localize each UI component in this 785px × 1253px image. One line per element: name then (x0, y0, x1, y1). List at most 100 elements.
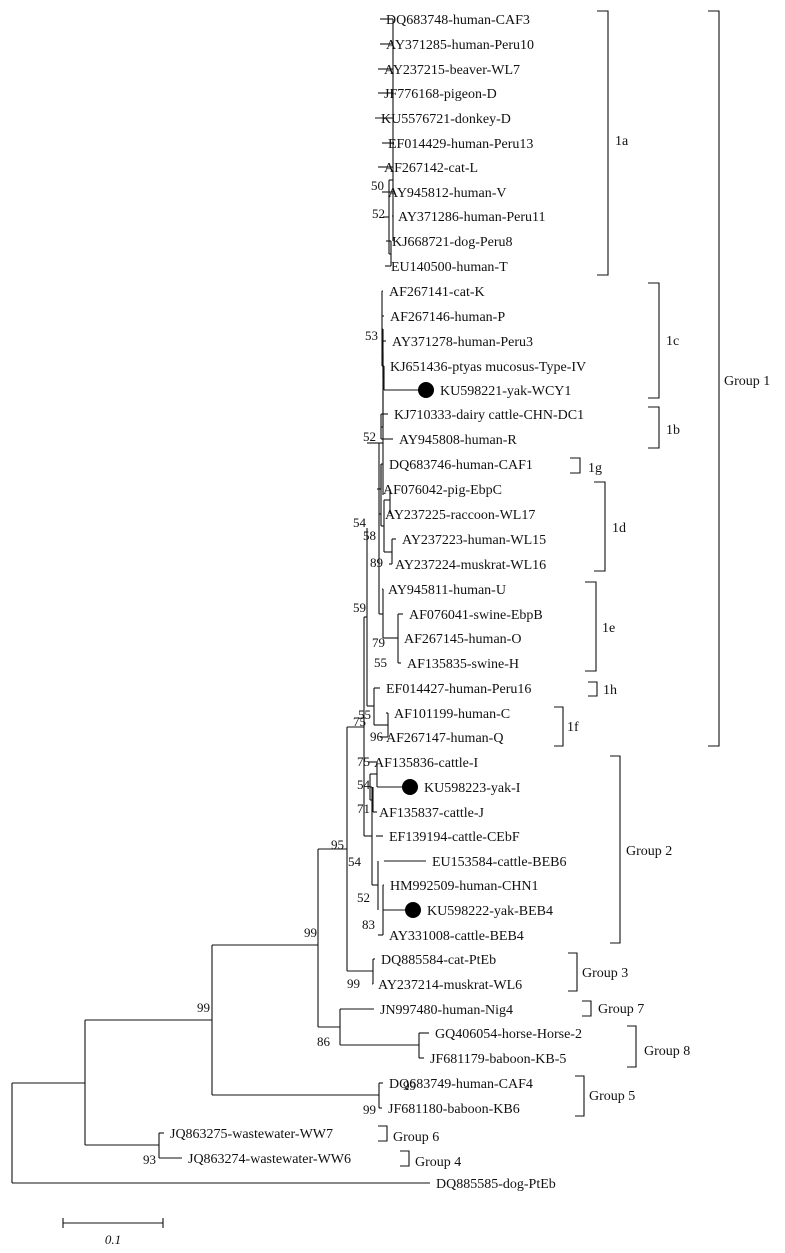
leaf-label: AF267141-cat-K (389, 285, 485, 300)
group-bracket (378, 1125, 388, 1142)
bootstrap-value: 83 (362, 917, 375, 932)
bootstrap-value: 93 (143, 1152, 156, 1167)
subtype-label: 1a (615, 134, 629, 149)
leaf-label: DQ683748-human-CAF3 (386, 13, 530, 28)
leaf-label: AY237223-human-WL15 (402, 533, 546, 548)
group-bracket (582, 1000, 592, 1017)
subtype-label: 1e (602, 621, 615, 636)
bootstrap-value: 53 (365, 328, 378, 343)
sample-markers (402, 382, 434, 918)
subtype-bracket (648, 406, 660, 449)
leaf-label: AY371285-human-Peru10 (386, 38, 534, 53)
leaf-label: AF267147-human-Q (386, 731, 503, 746)
bootstrap-value: 89 (370, 555, 383, 570)
group-label: Group 3 (582, 966, 628, 981)
leaf-label: DQ885585-dog-PtEb (436, 1177, 556, 1192)
leaf-label: AF135836-cattle-I (374, 756, 479, 771)
bootstrap-value: 79 (372, 635, 385, 650)
subtype-bracket (597, 10, 609, 276)
leaf-label: EF139194-cattle-CEbF (389, 830, 520, 845)
bootstrap-value: 54 (357, 777, 371, 792)
group-label: Group 8 (644, 1044, 690, 1059)
bootstrap-value: 86 (317, 1034, 331, 1049)
leaf-label: AF076042-pig-EbpC (383, 483, 502, 498)
group-bracket (568, 952, 578, 992)
subtype-bracket (648, 282, 660, 399)
bootstrap-value: 59 (353, 600, 366, 615)
tree-labels: DQ683748-human-CAF3AY371285-human-Peru10… (105, 13, 770, 1247)
scale-bar-label: 0.1 (105, 1232, 121, 1247)
subtype-bracket (554, 706, 564, 747)
bootstrap-value: 99 (363, 1102, 376, 1117)
subtype-label: 1b (666, 423, 680, 438)
leaf-label: AY945808-human-R (399, 433, 517, 448)
leaf-label: AF135837-cattle-J (379, 806, 485, 821)
leaf-label: AY237214-muskrat-WL6 (378, 978, 522, 993)
bootstrap-value: 52 (357, 890, 370, 905)
bootstrap-value: 99 (197, 1000, 210, 1015)
leaf-label: AF135835-swine-H (407, 657, 519, 672)
subtype-label: 1f (567, 720, 579, 735)
bootstrap-value: 55 (358, 707, 371, 722)
leaf-label: DQ885584-cat-PtEb (381, 953, 496, 968)
group-label: Group 6 (393, 1130, 439, 1145)
leaf-label: DQ683746-human-CAF1 (389, 458, 533, 473)
group-label: Group 5 (589, 1089, 635, 1104)
leaf-label: EF014427-human-Peru16 (386, 682, 531, 697)
sample-marker (402, 779, 418, 795)
scale-bar (62, 1218, 164, 1228)
leaf-label: EF014429-human-Peru13 (388, 137, 533, 152)
subtype-bracket (585, 581, 597, 672)
leaf-label: JF776168-pigeon-D (384, 87, 497, 102)
leaf-label: KJ710333-dairy cattle-CHN-DC1 (394, 408, 584, 423)
bootstrap-value: 95 (331, 837, 344, 852)
leaf-label: KU598221-yak-WCY1 (440, 384, 571, 399)
leaf-label: AY945811-human-U (388, 583, 506, 598)
leaf-label: GQ406054-horse-Horse-2 (435, 1027, 582, 1042)
group-label: Group 7 (598, 1002, 644, 1017)
bootstrap-value: 54 (348, 854, 362, 869)
leaf-label: JF681180-baboon-KB6 (388, 1102, 520, 1117)
group-bracket (575, 1075, 585, 1117)
leaf-label: KU598223-yak-I (424, 781, 521, 796)
bootstrap-value: 52 (372, 206, 385, 221)
leaf-label: AY237225-raccoon-WL17 (385, 508, 535, 523)
leaf-label: AF076041-swine-EbpB (409, 608, 543, 623)
leaf-label: AY371278-human-Peru3 (392, 335, 533, 350)
bootstrap-value: 58 (363, 528, 376, 543)
bootstrap-value: 99 (304, 925, 317, 940)
leaf-label: KU598222-yak-BEB4 (427, 904, 553, 919)
leaf-label: JQ863275-wastewater-WW7 (170, 1127, 333, 1142)
leaf-label: AF267145-human-O (404, 632, 521, 647)
leaf-label: AY237215-beaver-WL7 (384, 63, 520, 78)
group-bracket (627, 1025, 637, 1068)
bootstrap-value: 55 (374, 655, 387, 670)
leaf-label: AY331008-cattle-BEB4 (389, 929, 524, 944)
subtype-label: 1c (666, 334, 679, 349)
leaf-label: HM992509-human-CHN1 (390, 879, 539, 894)
sample-marker (405, 902, 421, 918)
leaf-label: AF101199-human-C (394, 707, 510, 722)
subtype-bracket (594, 481, 606, 572)
tree-branches (11, 18, 430, 1184)
group-label: Group 1 (724, 374, 770, 389)
leaf-label: AF267142-cat-L (384, 161, 478, 176)
bootstrap-value: 75 (353, 714, 366, 729)
bootstrap-value: 99 (347, 976, 360, 991)
bootstrap-value: 99 (403, 1078, 416, 1093)
leaf-label: KU5576721-donkey-D (381, 112, 511, 127)
group-brackets (62, 10, 720, 1228)
leaf-label: AF267146-human-P (390, 310, 505, 325)
bootstrap-value: 52 (363, 429, 376, 444)
subtype-label: 1d (612, 521, 626, 536)
group-bracket (708, 10, 720, 747)
leaf-label: AY237224-muskrat-WL16 (395, 558, 546, 573)
leaf-label: DQ683749-human-CAF4 (389, 1077, 533, 1092)
leaf-label: AY371286-human-Peru11 (398, 210, 546, 225)
leaf-label: AY945812-human-V (388, 186, 506, 201)
group-bracket (400, 1150, 410, 1167)
sample-marker (418, 382, 434, 398)
leaf-label: EU140500-human-T (391, 260, 508, 275)
bootstrap-value: 54 (353, 515, 367, 530)
